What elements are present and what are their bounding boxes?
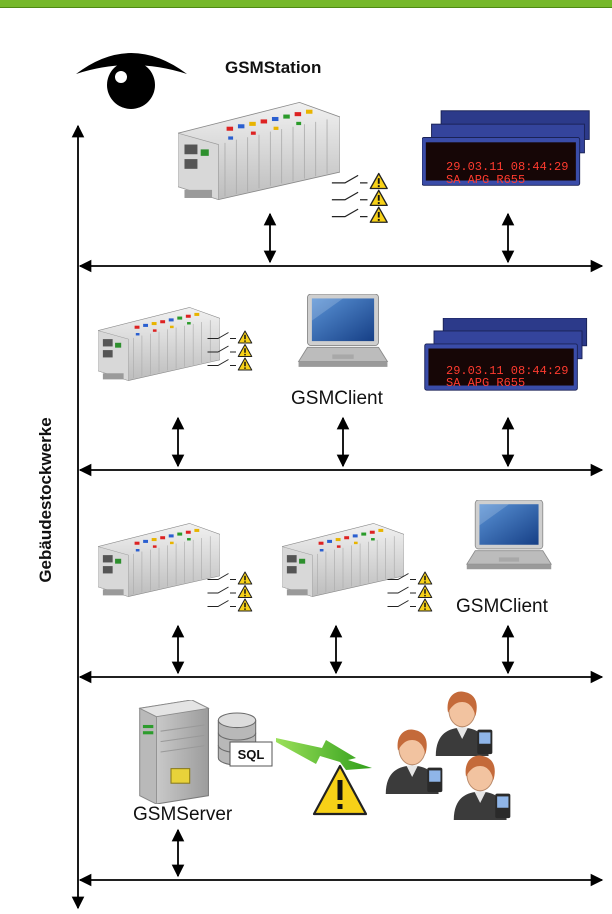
- display-text-line2: SA APG R655: [446, 173, 525, 187]
- connectors: [171, 212, 515, 878]
- display-text-line2: SA APG R655: [446, 376, 525, 390]
- switch-warning-icon: [208, 572, 252, 611]
- person-icon: [385, 729, 443, 795]
- sql-label: SQL: [238, 747, 265, 762]
- client-label-2: GSMClient: [456, 596, 548, 617]
- plc-module-icon: [282, 523, 404, 597]
- person-icon: [435, 691, 493, 757]
- signal-bolt-icon: [276, 738, 372, 770]
- laptop-icon: [466, 500, 552, 570]
- eye-icon: [76, 53, 187, 109]
- axis-label: Gebäudestockwerke: [36, 417, 55, 583]
- switch-warning-icon: [332, 174, 387, 223]
- warning-icon: [312, 764, 368, 816]
- server-label: GSMServer: [133, 804, 233, 825]
- plc-module-icon: [178, 101, 340, 201]
- laptop-icon: [298, 294, 388, 368]
- client-label-1: GSMClient: [291, 388, 383, 409]
- server-icon: [139, 700, 209, 804]
- display-text-line1: 29.03.11 08:44:29: [446, 160, 568, 174]
- plc-module-icon: [98, 306, 220, 382]
- person-icon: [453, 755, 511, 821]
- top-accent-bar: [0, 0, 612, 8]
- station-label: GSMStation: [225, 58, 322, 77]
- plc-module-icon: [98, 523, 220, 597]
- sql-badge: [229, 741, 273, 767]
- display-text-line1: 29.03.11 08:44:29: [446, 364, 568, 378]
